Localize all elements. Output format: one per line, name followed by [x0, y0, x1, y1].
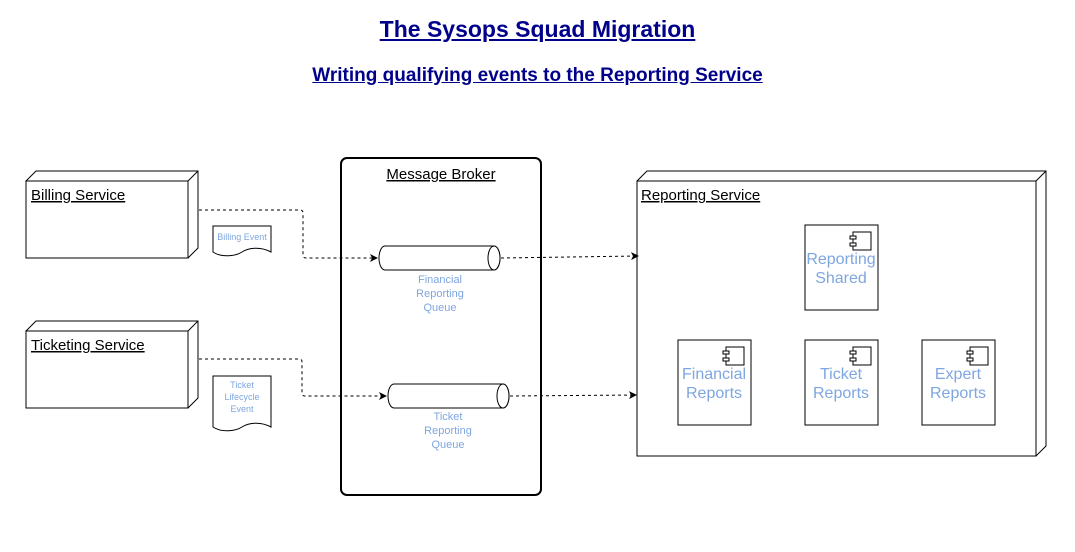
- financial-queue-to-reporting-arrow: [500, 252, 639, 261]
- billing-event-label: Billing Event: [217, 232, 267, 242]
- ticket-lifecycle-event-document[interactable]: Ticket Lifecycle Event: [212, 375, 272, 432]
- financial-reports-component[interactable]: Financial Reports: [677, 339, 752, 426]
- financial-queue-label-line2: Reporting: [416, 288, 464, 300]
- financial-queue-label-line1: Financial: [418, 274, 462, 286]
- ticket-queue-label-line2: Reporting: [424, 425, 472, 437]
- uml-component-icon: [849, 346, 872, 366]
- ticket-reports-component[interactable]: Ticket Reports: [804, 339, 879, 426]
- ticket-reports-label-line1: Ticket: [820, 366, 863, 383]
- message-broker-container[interactable]: Message Broker: [340, 157, 542, 496]
- expert-reports-label-line2: Reports: [930, 385, 986, 402]
- ticket-queue-label-line3: Queue: [431, 439, 464, 451]
- uml-component-icon: [966, 346, 989, 366]
- financial-reporting-queue[interactable]: Financial Reporting Queue: [378, 245, 501, 314]
- billing-to-financial-queue-arrow: [199, 209, 378, 262]
- ticket-lifecycle-label-line3: Event: [230, 404, 254, 414]
- ticket-queue-label-line1: Ticket: [434, 411, 463, 423]
- ticketing-to-ticket-queue-arrow: [199, 358, 387, 400]
- billing-service-node[interactable]: Billing Service: [25, 170, 199, 259]
- reporting-shared-label-line1: Reporting: [806, 251, 875, 268]
- reporting-service-label: Reporting Service: [641, 187, 760, 204]
- reporting-shared-component[interactable]: Reporting Shared: [804, 224, 879, 311]
- uml-component-icon: [849, 231, 872, 251]
- ticket-reports-label-line2: Reports: [813, 385, 869, 402]
- diagram-subtitle: Writing qualifying events to the Reporti…: [312, 65, 763, 86]
- expert-reports-component[interactable]: Expert Reports: [921, 339, 996, 426]
- financial-queue-label-line3: Queue: [423, 302, 456, 314]
- expert-reports-label-line1: Expert: [935, 366, 982, 383]
- message-broker-label: Message Broker: [386, 166, 495, 183]
- ticketing-service-label: Ticketing Service: [31, 337, 145, 354]
- financial-reports-label-line2: Reports: [686, 385, 742, 402]
- billing-service-label: Billing Service: [31, 187, 125, 204]
- ticketing-service-node[interactable]: Ticketing Service: [25, 320, 199, 409]
- reporting-shared-label-line2: Shared: [815, 270, 867, 287]
- uml-component-icon: [722, 346, 745, 366]
- diagram-title: The Sysops Squad Migration: [379, 16, 696, 42]
- cylinder-queue-icon: [378, 245, 501, 271]
- financial-reports-label-line1: Financial: [682, 366, 746, 383]
- billing-event-document[interactable]: Billing Event: [212, 225, 272, 257]
- ticket-reporting-queue[interactable]: Ticket Reporting Queue: [387, 383, 510, 451]
- ticket-lifecycle-label-line1: Ticket: [230, 380, 254, 390]
- ticket-lifecycle-label-line2: Lifecycle: [224, 392, 259, 402]
